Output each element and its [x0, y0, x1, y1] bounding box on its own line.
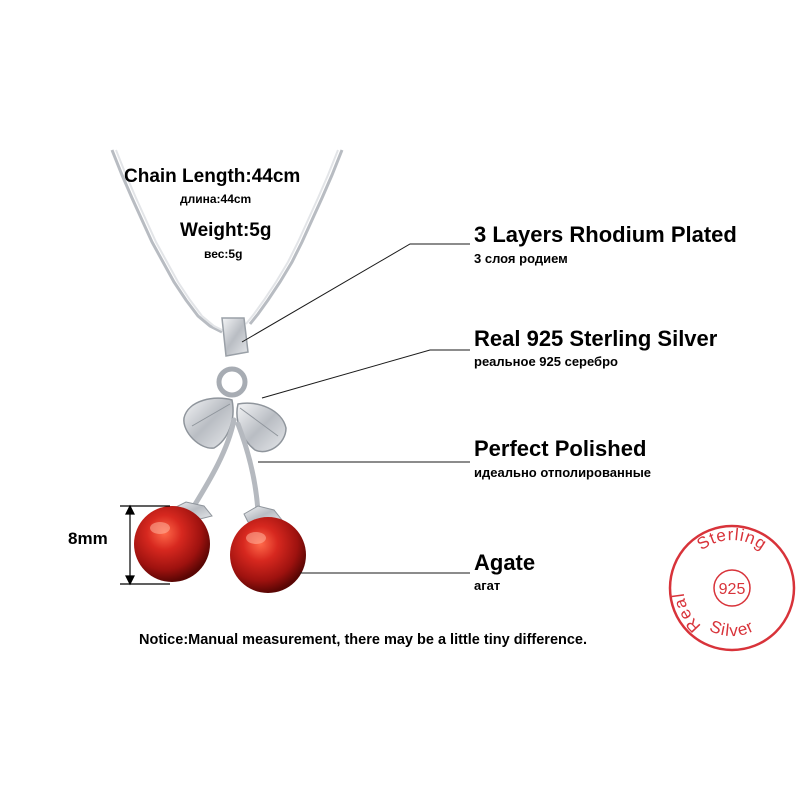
stamp-word-left: Real [669, 592, 705, 637]
notice-text: Notice:Manual measurement, there may be … [139, 632, 588, 648]
feature-title-agate: Agate [474, 550, 536, 575]
agate-bead-left [134, 506, 210, 582]
feature-subtitle-polished: идеально отполированные [474, 465, 652, 480]
chain-left [110, 149, 227, 334]
weight: Weight:5g [180, 220, 272, 241]
feature-subtitle-sterling: реальное 925 серебро [474, 354, 618, 369]
weight-ru: вес:5g [204, 247, 243, 261]
pendant-bail [216, 317, 249, 398]
chain-length: Chain Length:44cm [124, 166, 301, 187]
stamp-word-right: Silver [707, 617, 757, 641]
feature-title-sterling: Real 925 Sterling Silver [474, 326, 718, 351]
bead-size-label: 8mm [68, 529, 108, 548]
chain-length-ru: длина:44cm [180, 192, 252, 206]
feature-title-polished: Perfect Polished [474, 436, 647, 461]
agate-bead-right [230, 517, 306, 593]
feature-title-rhodium: 3 Layers Rhodium Plated [474, 222, 737, 247]
dimension-marker [120, 504, 170, 586]
feature-subtitle-agate: агат [474, 578, 501, 593]
feature-subtitle-rhodium: 3 слоя родием [474, 251, 568, 266]
stamp-number: 925 [719, 581, 746, 598]
stamp-word-top: Sterling [693, 525, 770, 554]
chain-right [245, 149, 344, 325]
sterling-stamp: Sterling Real Silver 925 [668, 524, 796, 652]
stems [191, 417, 261, 515]
callout-lines [241, 243, 470, 574]
